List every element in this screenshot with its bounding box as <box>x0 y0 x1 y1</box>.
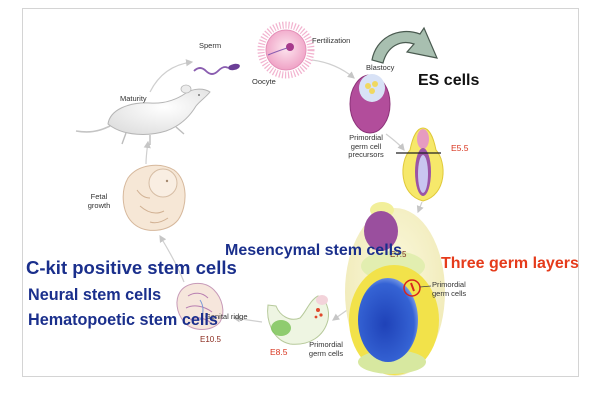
cycle-arrow <box>143 140 151 165</box>
pgc-precursors-label: Primordial germ cell precursors <box>338 133 394 160</box>
fertilization-label: Fertilization <box>312 36 351 45</box>
pgc-precursors-line: germ cell <box>350 141 382 151</box>
cycle-arrow <box>159 234 185 283</box>
sperm-label: Sperm <box>199 41 222 50</box>
es-cells-arrow <box>371 26 439 64</box>
pgc-e7-5-line: Primordial <box>432 280 466 289</box>
stage-e7-5-label: E7.5 <box>390 250 407 259</box>
pgc-e8-5-line: Primordial <box>309 340 343 349</box>
pgc-precursors-line: precursors <box>348 150 384 160</box>
fetal-growth-line: Fetal <box>90 192 108 201</box>
mouse-illustration <box>75 84 211 145</box>
fetus-illustration <box>122 164 186 231</box>
cycle-arrow <box>149 59 194 93</box>
oocyte-label: Oocyte <box>252 77 276 86</box>
pgc-e7-5-line: germ cells <box>432 288 467 298</box>
e7-5-embryo <box>345 202 445 376</box>
pgc-e7-5-label: Primordial germ cells <box>432 280 467 298</box>
fetal-growth-line: growth <box>87 200 111 210</box>
pgc-e8-5-line: germ cells <box>308 348 344 358</box>
stage-e5-5-label: E5.5 <box>451 143 469 153</box>
stage-e10-5-label: E10.5 <box>200 335 221 344</box>
pgc-e8-5-label: Primordial germ cells <box>306 340 346 358</box>
primordial-germ-cell-marker <box>403 279 432 297</box>
three-germ-layers-label: Three germ layers <box>441 255 579 272</box>
c-kit-stem-cells-label: C-kit positive stem cells <box>26 257 237 278</box>
e8-5-embryo <box>267 295 329 345</box>
cycle-arrow <box>232 315 263 323</box>
e5-5-embryo <box>396 127 444 202</box>
cycle-arrow <box>385 133 405 151</box>
figure-frame <box>22 8 579 377</box>
fetal-growth-label: Fetal growth <box>84 192 114 210</box>
cycle-arrow <box>416 201 424 214</box>
oocyte-illustration <box>257 21 315 79</box>
pgc-precursors-line: Primordial <box>349 133 383 142</box>
maturity-label: Maturity <box>120 94 147 103</box>
es-cells-label: ES cells <box>418 72 480 89</box>
genital-ridge-illustration <box>176 283 224 330</box>
hematopoietic-stem-cells-label: Hematopoetic stem cells <box>28 311 218 329</box>
blastocyst-label: Blastocy <box>366 63 395 72</box>
blastocyst-illustration <box>349 74 391 134</box>
mesenchymal-stem-cells-label: Mesencymal stem cells <box>225 242 402 259</box>
cycle-arrow <box>311 59 355 79</box>
genital-ridge-label: Genital ridge <box>205 312 248 321</box>
neural-stem-cells-label: Neural stem cells <box>28 286 162 304</box>
sperm-illustration <box>193 63 240 75</box>
stage-e8-5-label: E8.5 <box>270 347 288 357</box>
